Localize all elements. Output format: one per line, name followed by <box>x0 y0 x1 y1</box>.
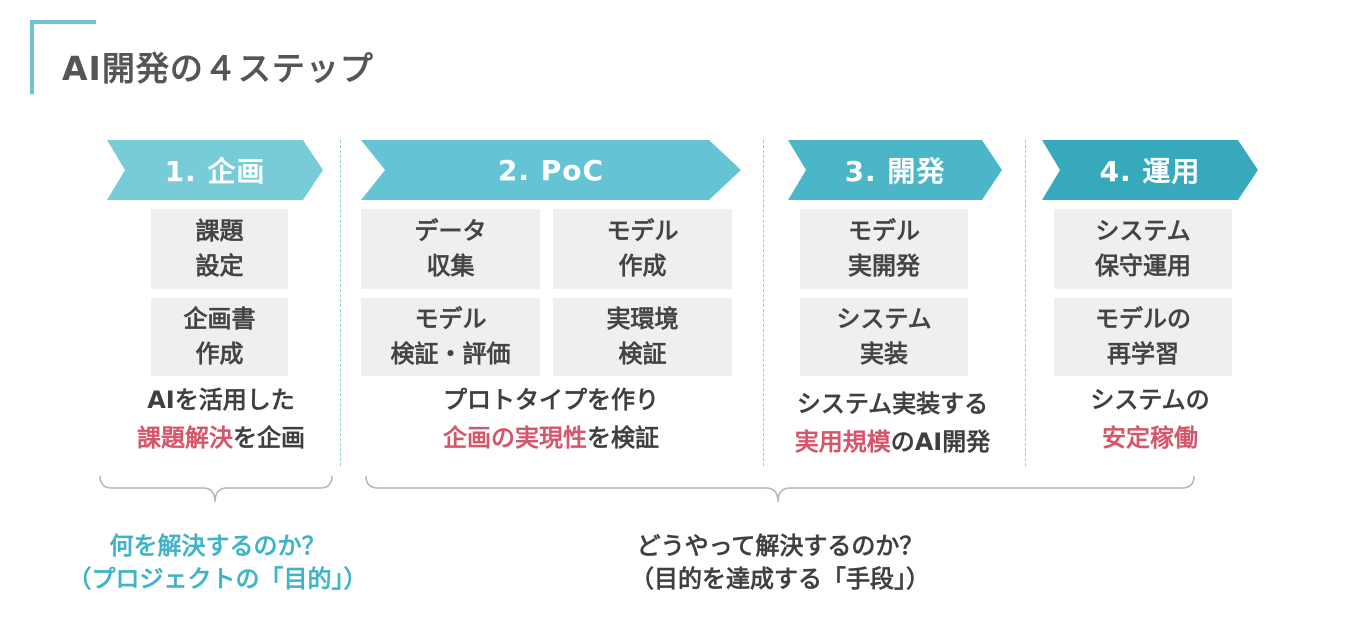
description-planning-highlight: 課題解決 <box>137 424 233 452</box>
description-planning-line2: 課題解決を企画 <box>101 419 341 457</box>
separator-2 <box>763 140 764 466</box>
description-planning-line1: AIを活用した <box>147 386 295 414</box>
description-poc-line1: プロトタイプを作り <box>443 386 659 414</box>
separator-3 <box>1025 140 1026 466</box>
task-box-model-development: モデル 実開発 <box>800 209 968 289</box>
description-operation: システムの 安定稼働 <box>1040 381 1260 457</box>
step-arrow-2: 2. PoC <box>361 140 741 200</box>
task-box-model-retraining: モデルの 再学習 <box>1054 298 1232 376</box>
description-operation-line2: 安定稼働 <box>1040 419 1260 457</box>
task-box-model-creation: モデル 作成 <box>553 209 732 289</box>
task-box-plan-document: 企画書 作成 <box>151 298 288 376</box>
question-means: どうやって解決するのか？ （目的を達成する「手段」） <box>580 530 980 596</box>
description-development-rest: のAI開発 <box>890 428 991 456</box>
question-purpose-line1: 何を解決するのか？ <box>109 532 326 560</box>
arrow-shape-2 <box>361 140 741 200</box>
question-means-line1: どうやって解決するのか？ <box>636 532 924 560</box>
separator-1 <box>340 140 341 466</box>
description-planning: AIを活用した 課題解決を企画 <box>101 381 341 457</box>
step-arrow-1: 1. 企画 <box>107 140 323 200</box>
task-box-issue-setting: 課題 設定 <box>151 209 288 289</box>
step-label-2: 2. PoC <box>497 153 605 187</box>
task-box-real-env-verification: 実環境 検証 <box>553 298 732 376</box>
task-box-data-collection: データ 収集 <box>361 209 540 289</box>
brace-purpose <box>99 475 333 503</box>
arrow-shape-4 <box>1042 140 1258 200</box>
title-bracket <box>30 20 96 94</box>
page-title: AI開発の４ステップ <box>62 49 374 88</box>
description-poc-rest: を検証 <box>587 424 659 452</box>
step-arrow-4: 4. 運用 <box>1042 140 1258 200</box>
arrow-shape-1 <box>107 140 323 200</box>
arrow-shape-3 <box>788 140 1002 200</box>
question-purpose: 何を解決するのか？ （プロジェクトの「目的」） <box>30 530 405 596</box>
description-planning-rest: を企画 <box>233 424 305 452</box>
brace-means <box>365 475 1195 503</box>
task-box-system-maintenance: システム 保守運用 <box>1054 209 1232 289</box>
description-poc-line2: 企画の実現性を検証 <box>361 419 741 457</box>
description-development-line1: システム実装する <box>796 390 989 418</box>
task-box-model-evaluation: モデル 検証・評価 <box>361 298 540 376</box>
step-label-1: 1. 企画 <box>164 155 266 188</box>
question-purpose-line2: （プロジェクトの「目的」） <box>67 565 368 593</box>
step-arrow-3: 3. 開発 <box>788 140 1002 200</box>
description-operation-line1: システムの <box>1090 386 1210 414</box>
description-poc-highlight: 企画の実現性 <box>443 424 587 452</box>
question-means-line2: （目的を達成する「手段」） <box>630 565 930 593</box>
description-development-line2: 実用規模のAI開発 <box>770 423 1015 461</box>
step-label-4: 4. 運用 <box>1099 155 1201 188</box>
description-development: システム実装する 実用規模のAI開発 <box>770 385 1015 461</box>
description-development-highlight: 実用規模 <box>794 428 891 456</box>
description-poc: プロトタイプを作り 企画の実現性を検証 <box>361 381 741 457</box>
step-label-3: 3. 開発 <box>844 155 946 188</box>
description-operation-highlight: 安定稼働 <box>1102 424 1198 452</box>
task-box-system-implementation: システム 実装 <box>800 298 968 376</box>
